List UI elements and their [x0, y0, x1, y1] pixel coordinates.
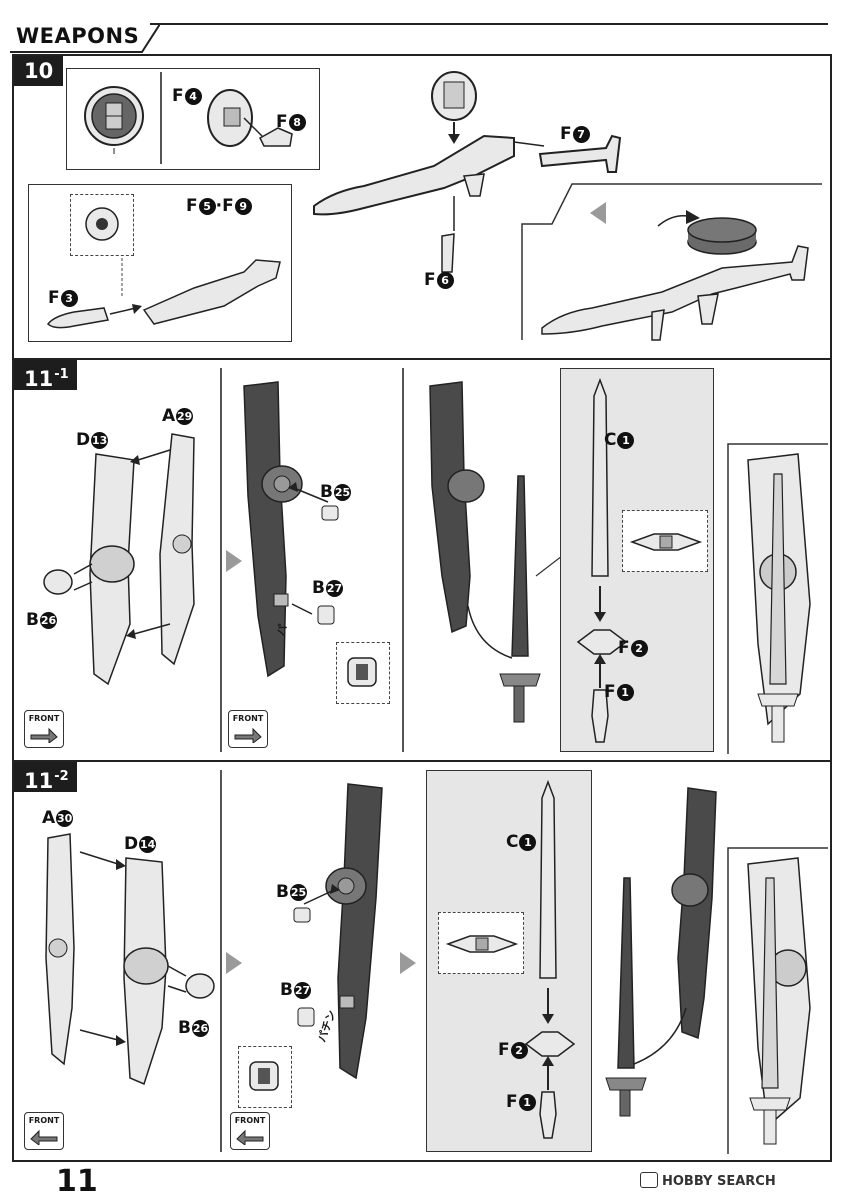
peg-closeup — [249, 1061, 279, 1091]
hilt-assembly-illustration — [524, 779, 576, 1139]
step-arrow-icon — [400, 952, 416, 974]
shield-with-sword-illustration — [605, 787, 717, 1117]
shield-with-sword-illustration — [429, 381, 563, 723]
shield-halves-illustration — [45, 833, 215, 1086]
shield-completed-illustration — [727, 847, 828, 1154]
page-title: WEAPONS — [16, 24, 140, 48]
step-arrow-icon — [226, 550, 242, 572]
rifle-completed-illustration — [521, 183, 822, 341]
step-arrow-icon — [226, 952, 242, 974]
guard-closeup — [445, 935, 519, 953]
page-number: 11 — [56, 1164, 98, 1199]
front-indicator-icon: FRONT — [228, 710, 268, 748]
peg-closeup — [347, 657, 377, 687]
shield-halves-illustration — [43, 433, 195, 686]
panel-divider — [402, 368, 404, 752]
front-indicator-icon: FRONT — [24, 1112, 64, 1150]
guard-closeup — [629, 533, 703, 551]
shield-dark-illustration — [243, 381, 339, 678]
step-number-badge: 11-1 — [14, 360, 77, 391]
detail-divider — [160, 72, 162, 164]
sight-part-f4 — [207, 89, 293, 147]
front-indicator-icon: FRONT — [230, 1112, 270, 1150]
peg-closeup-box — [238, 1046, 292, 1108]
sight-front-view — [84, 86, 144, 154]
shield-dark-illustration — [293, 783, 383, 1080]
header-tab — [10, 22, 160, 53]
header-rule — [150, 23, 828, 25]
front-indicator-icon: FRONT — [24, 710, 64, 748]
barrel-tip-closeup — [85, 207, 119, 241]
step-number-badge: 10 — [14, 56, 64, 86]
stock-part-f7 — [538, 134, 622, 173]
step-number-badge: 11-2 — [14, 762, 77, 793]
panel-divider — [220, 368, 222, 752]
watermark: HOBBY SEARCH — [640, 1172, 776, 1189]
barrel-assembly-illustration — [47, 256, 281, 329]
panel-divider — [220, 770, 222, 1152]
rifle-assembly-illustration — [313, 71, 545, 273]
shield-completed-illustration — [727, 443, 828, 754]
watermark-logo-icon — [640, 1172, 658, 1188]
hilt-assembly-illustration — [576, 377, 628, 743]
header-tab-shape — [10, 23, 160, 53]
